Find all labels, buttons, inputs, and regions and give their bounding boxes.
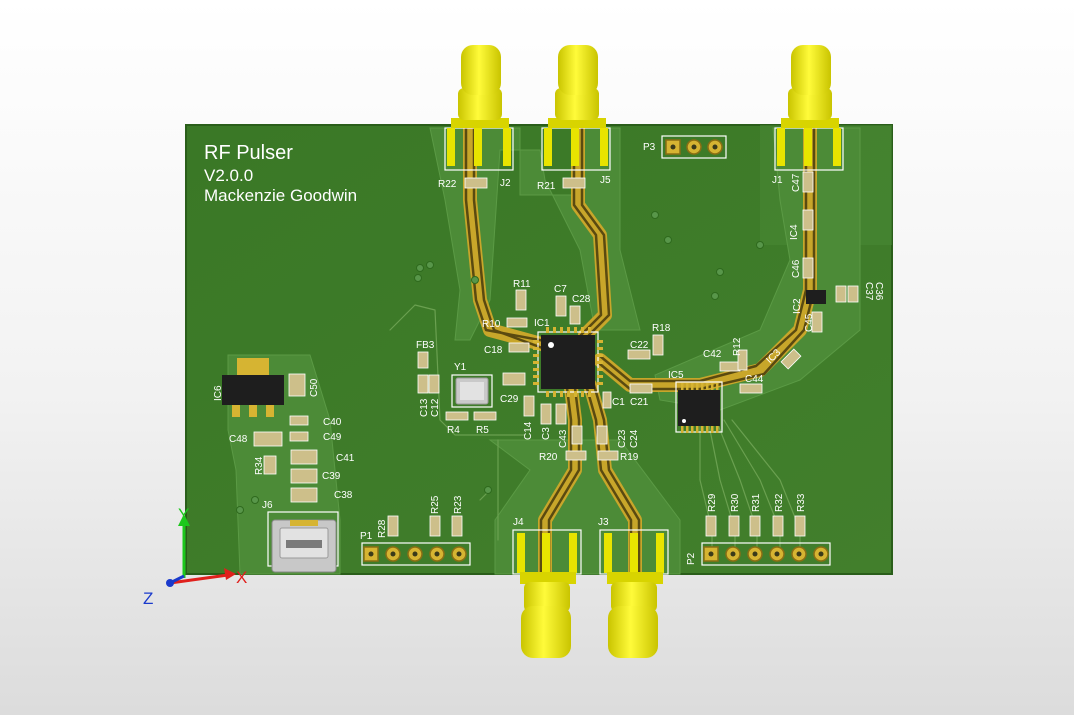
- label-c24: C24: [629, 429, 640, 448]
- usb-connector-j6[interactable]: [267, 511, 339, 573]
- label-c45: C45: [804, 313, 815, 332]
- ic-ic6[interactable]: [222, 358, 284, 417]
- label-r19: R19: [620, 452, 639, 463]
- label-c12: C12: [430, 398, 441, 417]
- label-c42: C42: [703, 349, 722, 360]
- label-r30: R30: [730, 493, 741, 512]
- label-r34: R34: [254, 456, 265, 475]
- axis-y-arrow: [178, 514, 190, 526]
- axis-x-line: [169, 573, 229, 585]
- sma-connector-j2[interactable]: [447, 45, 511, 166]
- axis-y-label: Y: [178, 505, 189, 524]
- label-c48: C48: [229, 434, 248, 445]
- component-labels: R22 R21 R11 R10 C7 C28 C18 R18 C22 C21 C…: [229, 173, 884, 538]
- label-c43: C43: [558, 429, 569, 448]
- label-r28: R28: [377, 519, 388, 538]
- label-p2: P2: [686, 552, 697, 565]
- label-r22: R22: [438, 179, 457, 190]
- label-r12: R12: [732, 337, 743, 356]
- label-c38: C38: [334, 490, 353, 501]
- label-j2: J2: [500, 178, 511, 189]
- label-c39: C39: [322, 471, 341, 482]
- label-ic2: IC2: [792, 298, 803, 314]
- crystal-y1[interactable]: [451, 374, 493, 408]
- label-j1: J1: [772, 175, 783, 186]
- sma-connector-j5[interactable]: [544, 45, 608, 166]
- passive-components: [253, 171, 859, 537]
- sma-connector-j3[interactable]: [604, 533, 664, 658]
- label-c21: C21: [630, 397, 649, 408]
- ic-ic1[interactable]: [533, 327, 603, 397]
- label-c1: C1: [612, 397, 625, 408]
- label-r4: R4: [447, 425, 460, 436]
- label-c13: C13: [419, 398, 430, 417]
- label-c47: C47: [791, 173, 802, 192]
- label-c46: C46: [791, 259, 802, 278]
- label-ic6: IC6: [213, 385, 224, 401]
- label-c49: C49: [323, 432, 342, 443]
- label-fb3: FB3: [416, 340, 435, 351]
- label-ic1: IC1: [534, 318, 550, 329]
- label-j6: J6: [262, 500, 273, 511]
- label-r20: R20: [539, 452, 558, 463]
- label-c36: C36: [873, 282, 884, 301]
- label-r18: R18: [652, 323, 671, 334]
- label-c14: C14: [523, 421, 534, 440]
- label-c41: C41: [336, 453, 355, 464]
- label-j3: J3: [598, 517, 609, 528]
- label-r32: R32: [774, 493, 785, 512]
- label-c3: C3: [541, 427, 552, 440]
- label-c40: C40: [323, 417, 342, 428]
- header-p2[interactable]: [701, 542, 831, 566]
- label-r23: R23: [453, 495, 464, 514]
- label-r25: R25: [430, 495, 441, 514]
- axis-gizmo[interactable]: X Y Z: [143, 505, 247, 608]
- board-title: RF Pulser: [204, 142, 293, 164]
- connector-labels: J2 J5 J1 J4 J3 J6 P1 P3 P2: [262, 142, 783, 565]
- label-c22: C22: [630, 340, 649, 351]
- sma-connector-j1[interactable]: [777, 45, 841, 166]
- header-p3[interactable]: [661, 135, 727, 159]
- sma-connector-j4[interactable]: [517, 533, 577, 658]
- label-p1: P1: [360, 531, 373, 542]
- label-r31: R31: [751, 493, 762, 512]
- label-r29: R29: [707, 493, 718, 512]
- label-c7: C7: [554, 284, 567, 295]
- ic-ic2[interactable]: [806, 290, 826, 304]
- label-r11: R11: [513, 279, 531, 290]
- label-j5: J5: [600, 175, 611, 186]
- label-ic5: IC5: [668, 370, 684, 381]
- label-r21: R21: [537, 181, 556, 192]
- label-j4: J4: [513, 517, 524, 528]
- axis-origin: [166, 579, 174, 587]
- label-c44: C44: [745, 374, 764, 385]
- header-p1[interactable]: [361, 542, 471, 566]
- board-version: V2.0.0: [204, 166, 253, 185]
- label-c28: C28: [572, 294, 591, 305]
- board-author: Mackenzie Goodwin: [204, 186, 357, 205]
- label-ic4: IC4: [789, 224, 800, 240]
- label-c23: C23: [617, 429, 628, 448]
- label-y1: Y1: [454, 362, 467, 373]
- label-c50: C50: [309, 378, 320, 397]
- axis-x-arrow: [224, 568, 236, 580]
- label-r5: R5: [476, 425, 489, 436]
- ic-ic5[interactable]: [675, 381, 723, 433]
- label-c37: C37: [863, 282, 874, 301]
- axis-x-label: X: [236, 568, 247, 587]
- board-silkscreen-title: RF Pulser V2.0.0 Mackenzie Goodwin: [204, 142, 357, 205]
- label-c29: C29: [500, 394, 519, 405]
- via-grid: [236, 211, 764, 514]
- axis-z-label: Z: [143, 589, 153, 608]
- label-r10: R10: [482, 319, 501, 330]
- label-c18: C18: [484, 345, 503, 356]
- label-p3: P3: [643, 142, 656, 153]
- label-r33: R33: [796, 493, 807, 512]
